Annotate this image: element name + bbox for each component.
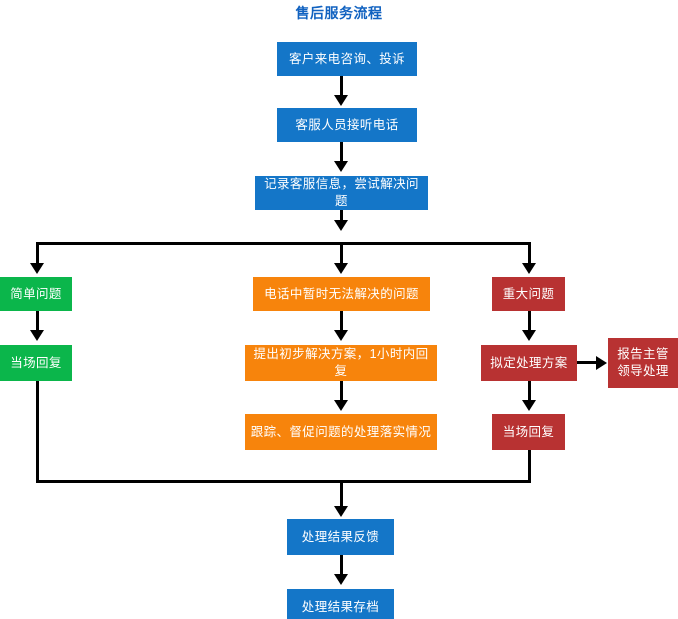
node-draft-plan[interactable]: 拟定处理方案 xyxy=(481,345,577,381)
connector-orange2-orange3 xyxy=(340,381,343,402)
connector-split-orange xyxy=(340,242,343,265)
arrowhead-red1-red2 xyxy=(522,330,536,341)
arrowhead-green1-green2 xyxy=(30,330,44,341)
node-unresolved-on-call[interactable]: 电话中暂时无法解决的问题 xyxy=(253,277,430,311)
connector-green-return-down xyxy=(36,381,39,483)
arrowhead-orange2-orange3 xyxy=(334,400,348,411)
arrowhead-end1-end2 xyxy=(334,574,348,585)
node-track-followup[interactable]: 跟踪、督促问题的处理落实情况 xyxy=(245,414,437,450)
connector-main2-main3 xyxy=(340,142,343,163)
arrowhead-main1-main2 xyxy=(334,95,348,106)
node-report-supervisor-line2: 领导处理 xyxy=(617,364,669,378)
connector-merge-bar xyxy=(36,480,531,483)
arrowhead-main2-main3 xyxy=(334,161,348,172)
node-red-reply-onsite[interactable]: 当场回复 xyxy=(492,414,565,450)
arrowhead-split-orange xyxy=(334,263,348,274)
connector-main1-main2 xyxy=(340,76,343,97)
connector-red-return-down xyxy=(528,450,531,483)
node-record-info[interactable]: 记录客服信息，尝试解决问题 xyxy=(255,176,428,210)
connector-draft-to-supervisor xyxy=(577,361,598,364)
connector-split-green xyxy=(36,242,39,265)
arrowhead-split-red xyxy=(522,263,536,274)
connector-split-red xyxy=(528,242,531,265)
arrowhead-orange1-orange2 xyxy=(334,330,348,341)
node-simple-issue[interactable]: 简单问题 xyxy=(0,277,72,311)
node-report-supervisor[interactable]: 报告主管 领导处理 xyxy=(608,338,678,388)
connector-split-bar xyxy=(36,242,531,245)
node-result-archive[interactable]: 处理结果存档 xyxy=(287,589,394,619)
connector-green1-green2 xyxy=(36,311,39,332)
arrowhead-split-green xyxy=(30,263,44,274)
connector-red2-red3 xyxy=(528,381,531,402)
arrowhead-merge-to-feedback xyxy=(334,506,348,517)
connector-merge-to-feedback xyxy=(340,480,343,508)
node-major-issue[interactable]: 重大问题 xyxy=(492,277,565,311)
node-result-feedback[interactable]: 处理结果反馈 xyxy=(287,519,394,555)
node-green-reply-onsite[interactable]: 当场回复 xyxy=(0,345,72,381)
arrowhead-draft-to-supervisor xyxy=(596,356,607,370)
connector-end1-end2 xyxy=(340,555,343,576)
arrowhead-main3-split xyxy=(334,220,348,231)
node-report-supervisor-line1: 报告主管 xyxy=(617,347,669,362)
node-agent-answers[interactable]: 客服人员接听电话 xyxy=(277,108,417,142)
node-customer-call[interactable]: 客户来电咨询、投诉 xyxy=(277,42,417,76)
connector-orange1-orange2 xyxy=(340,311,343,332)
page-title: 售后服务流程 xyxy=(295,5,383,21)
connector-red1-red2 xyxy=(528,311,531,332)
connector-main3-split xyxy=(340,210,343,222)
arrowhead-red2-red3 xyxy=(522,400,536,411)
node-preliminary-plan[interactable]: 提出初步解决方案，1小时内回复 xyxy=(245,345,437,381)
